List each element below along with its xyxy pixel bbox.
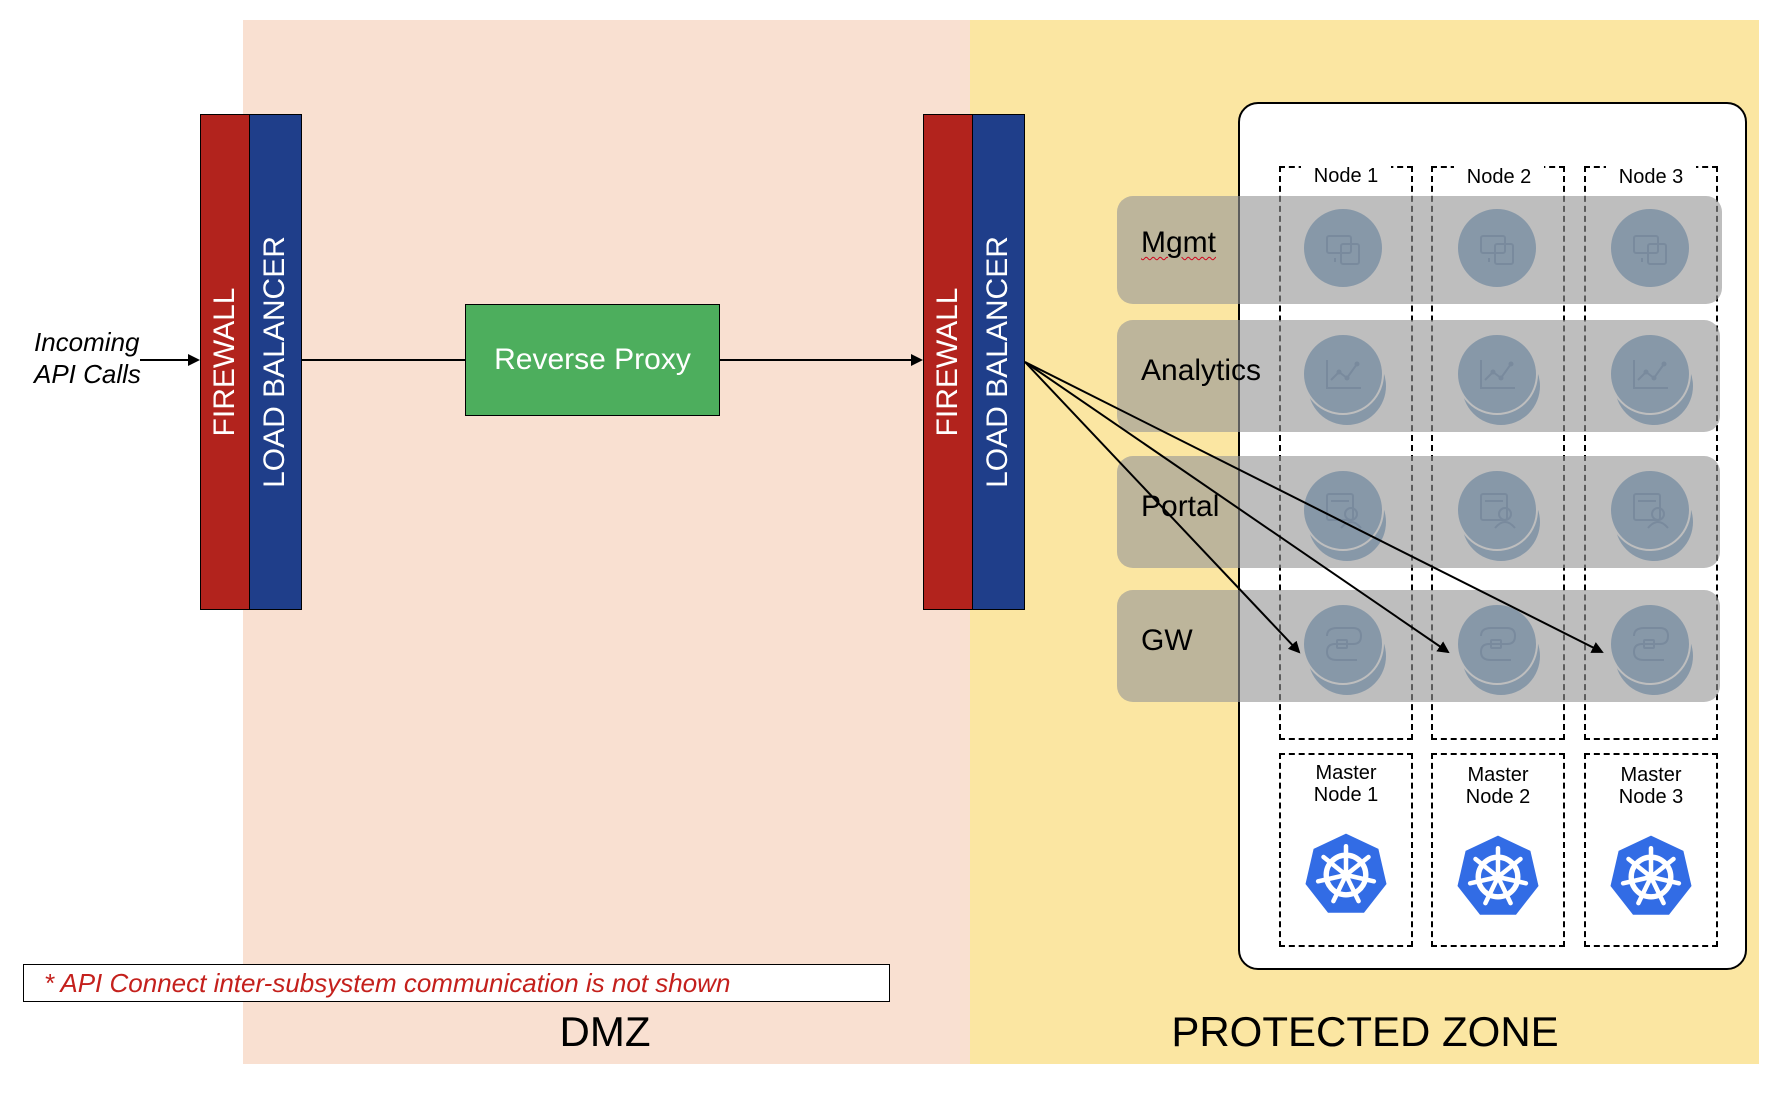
protected-zone-label: PROTECTED ZONE bbox=[1171, 1008, 1559, 1055]
master-node-3-line2: Node 3 bbox=[1618, 786, 1684, 808]
incoming-api-calls-label: Incoming API Calls bbox=[34, 326, 164, 390]
master-node-1-line2: Node 1 bbox=[1313, 784, 1379, 806]
dmz-zone bbox=[243, 20, 970, 1064]
reverse-proxy-label: Reverse Proxy bbox=[494, 343, 691, 376]
subsystem-band-mgmt bbox=[1117, 196, 1722, 304]
load-balancer-right bbox=[972, 114, 1025, 610]
master-node-label-2: Master Node 2 bbox=[1431, 764, 1565, 808]
arrow-lb-to-gw-node2 bbox=[1024, 361, 1450, 654]
subsystem-label-mgmt: Mgmt bbox=[1141, 226, 1216, 259]
master-node-box-2 bbox=[1431, 753, 1565, 947]
firewall-right bbox=[923, 114, 973, 610]
node-label-3: Node 3 bbox=[1606, 166, 1696, 189]
reverse-proxy-box: Reverse Proxy bbox=[465, 304, 720, 416]
master-node-box-3 bbox=[1584, 753, 1718, 947]
subsystem-band-gw bbox=[1117, 590, 1720, 702]
node-label-2: Node 2 bbox=[1454, 166, 1544, 189]
master-node-3-line1: Master bbox=[1620, 764, 1682, 786]
arrow-lb-to-gw-node1 bbox=[1024, 361, 1301, 654]
master-node-2-line2: Node 2 bbox=[1465, 786, 1531, 808]
dmz-label: DMZ bbox=[559, 1008, 651, 1055]
arrow-lb-to-gw-node3 bbox=[1024, 361, 1604, 653]
subsystem-label-portal: Portal bbox=[1141, 490, 1220, 523]
incoming-line1: Incoming bbox=[34, 327, 140, 357]
load-balancer-left bbox=[249, 114, 302, 610]
footnote-text: * API Connect inter-subsystem communicat… bbox=[44, 967, 731, 998]
incoming-line2: API Calls bbox=[34, 359, 141, 389]
subsystem-label-gw: GW bbox=[1141, 624, 1193, 657]
master-node-label-1: Master Node 1 bbox=[1279, 762, 1413, 806]
master-node-1-line1: Master bbox=[1315, 762, 1377, 784]
subsystem-band-portal bbox=[1117, 456, 1720, 568]
master-node-label-3: Master Node 3 bbox=[1584, 764, 1718, 808]
footnote-box: * API Connect inter-subsystem communicat… bbox=[23, 964, 890, 1002]
master-node-box-1 bbox=[1279, 753, 1413, 947]
subsystem-label-analytics: Analytics bbox=[1141, 354, 1262, 387]
subsystem-band-analytics bbox=[1117, 320, 1720, 432]
master-node-2-line1: Master bbox=[1467, 764, 1529, 786]
node-label-1: Node 1 bbox=[1301, 165, 1391, 188]
